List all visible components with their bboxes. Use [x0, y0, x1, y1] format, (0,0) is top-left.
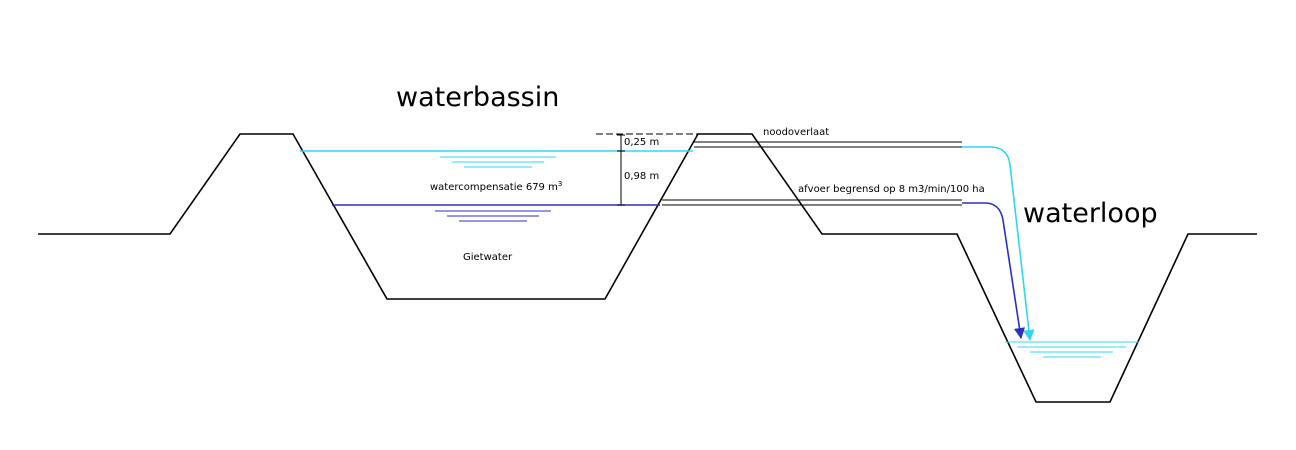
basin-terrain-line [38, 133, 1257, 403]
irrigation-water-surface-marks [435, 210, 551, 222]
irrigation-label: Gietwater [463, 252, 513, 263]
overflow-pipe [694, 141, 962, 148]
overflow-flow-arrow [962, 146, 1035, 342]
stream-title: waterloop [1023, 198, 1158, 229]
compensation-label: watercompensatie 679 m3 [430, 180, 563, 193]
dimension-main-label: 0,98 m [624, 171, 660, 182]
compensation-exponent: 3 [557, 180, 563, 188]
dimension-lines [617, 134, 625, 206]
basin-title: waterbassin [396, 82, 560, 113]
stream-water-surface [1005, 341, 1139, 358]
outflow-flow-arrow [962, 202, 1026, 340]
overflow-water-surface-marks [440, 156, 556, 168]
outflow-pipe [662, 199, 962, 206]
overflow-label: noodoverlaat [763, 127, 830, 138]
dimension-top-label: 0,25 m [624, 137, 660, 148]
outflow-label: afvoer begrensd op 8 m3/min/100 ha [798, 184, 985, 195]
